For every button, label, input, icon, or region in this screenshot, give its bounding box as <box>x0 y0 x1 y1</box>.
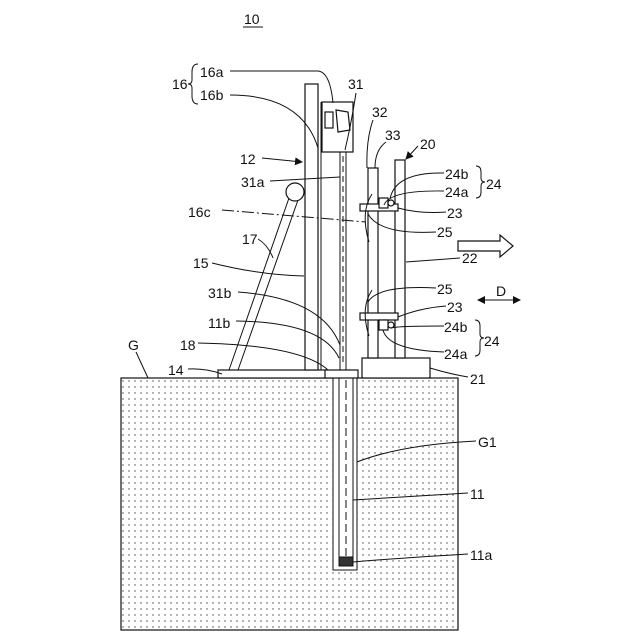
support-rod <box>368 168 378 358</box>
leader-32 <box>367 120 373 168</box>
label-31b: 31b <box>208 285 232 301</box>
label-25-top: 25 <box>437 224 453 240</box>
fixture-lower <box>379 320 388 330</box>
leader-24a-bottom <box>383 330 444 352</box>
leader-G <box>136 352 148 378</box>
label-24b-top: 24b <box>445 166 469 182</box>
strut-line-b <box>238 200 298 370</box>
leader-15 <box>212 263 304 276</box>
label-24-bottom: 24 <box>484 333 500 349</box>
leader-24-bottom-brace <box>475 320 484 356</box>
label-20: 20 <box>420 136 436 152</box>
label-12: 12 <box>240 151 256 167</box>
label-31a: 31a <box>241 174 265 190</box>
label-11: 11 <box>470 486 485 502</box>
label-G: G <box>128 337 139 353</box>
leader-17 <box>258 239 273 258</box>
label-D: D <box>496 283 506 299</box>
label-31: 31 <box>348 76 364 92</box>
label-11b: 11b <box>208 315 231 331</box>
base-plate <box>218 370 326 378</box>
strut-pivot <box>286 183 304 201</box>
leader-24-top-brace <box>476 166 485 198</box>
drive-unit-panel <box>325 112 333 128</box>
label-16a: 16a <box>200 64 224 80</box>
drive-unit-housing <box>336 110 350 132</box>
figure-number: 10 <box>244 11 260 27</box>
label-G1: G1 <box>478 434 497 450</box>
leader-20 <box>406 146 418 159</box>
fixture-upper-roller <box>388 200 394 206</box>
ground-block <box>121 378 458 630</box>
leader-12 <box>262 158 302 162</box>
label-24-top: 24 <box>486 176 502 192</box>
flange <box>325 370 358 378</box>
support-column <box>395 160 405 358</box>
label-16: 16 <box>172 76 188 92</box>
label-21: 21 <box>470 371 486 387</box>
label-11a: 11a <box>470 547 493 563</box>
leader-16-brace <box>188 64 198 104</box>
leader-14 <box>188 369 222 374</box>
label-33: 33 <box>385 127 401 143</box>
label-22: 22 <box>462 250 478 266</box>
label-16c: 16c <box>188 204 211 220</box>
label-23-bottom: 23 <box>447 299 463 315</box>
label-24a-bottom: 24a <box>444 346 468 362</box>
fixture-upper <box>379 198 388 208</box>
leader-21 <box>430 368 468 377</box>
label-23-top: 23 <box>447 205 463 221</box>
label-15: 15 <box>193 255 209 271</box>
mast <box>305 84 318 370</box>
label-14: 14 <box>168 362 184 378</box>
label-25-bottom: 25 <box>437 281 453 297</box>
strut-line-a <box>229 198 289 370</box>
leader-22 <box>406 258 460 262</box>
label-24a-top: 24a <box>445 184 469 200</box>
label-17: 17 <box>242 231 258 247</box>
label-24b-bottom: 24b <box>444 319 468 335</box>
label-18: 18 <box>180 337 196 353</box>
support-base <box>362 358 430 378</box>
label-16b: 16b <box>200 87 224 103</box>
label-32: 32 <box>372 104 388 120</box>
leader-33 <box>375 142 386 168</box>
pipe-tip <box>339 557 353 566</box>
